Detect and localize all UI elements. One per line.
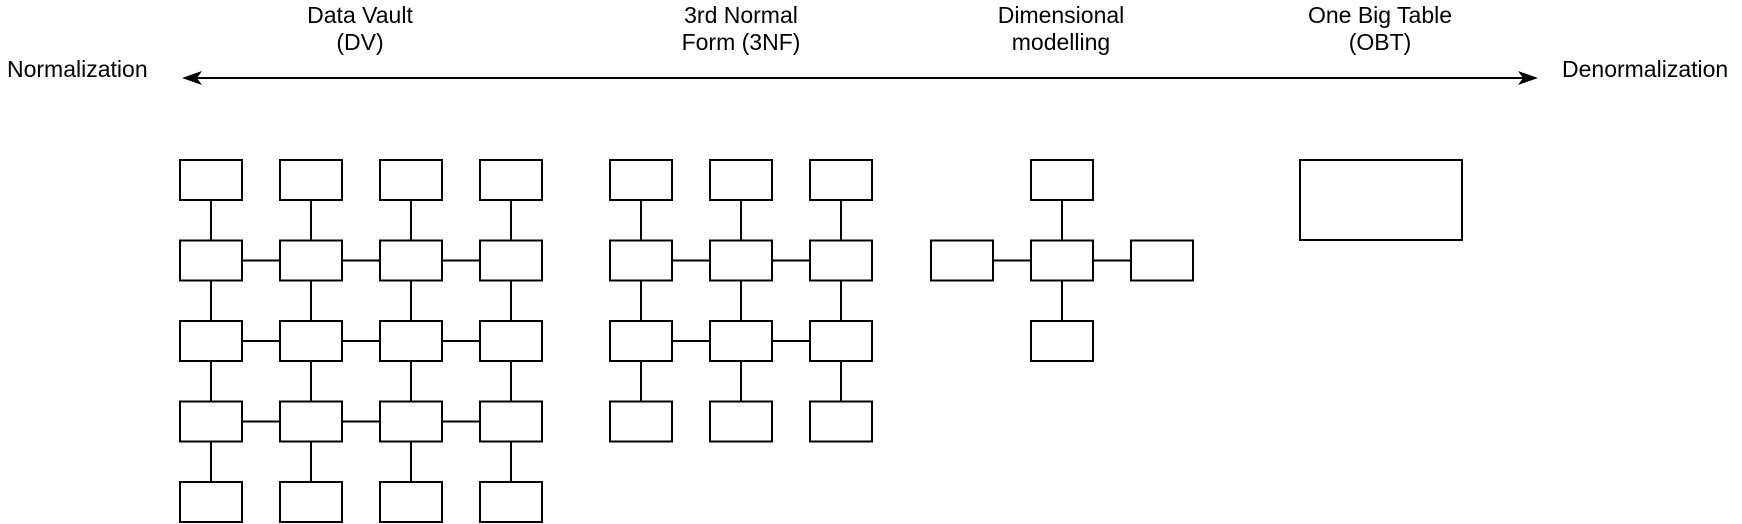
third-normal-form-table-box: [609, 239, 673, 282]
section-label-3nf: 3rd Normal Form (3NF): [682, 2, 801, 56]
data-vault-table-box: [479, 320, 543, 362]
third-normal-form-table-box: [709, 239, 773, 282]
one-big-table-table-box: [1299, 159, 1463, 241]
data-vault-table-box: [379, 159, 443, 201]
data-vault-table-box: [179, 481, 243, 523]
section-label-line: Form (3NF): [681, 29, 801, 55]
section-label-data-vault: Data Vault (DV): [307, 2, 413, 56]
data-vault-table-box: [379, 320, 443, 362]
arrowhead-right-icon: [1518, 71, 1538, 85]
section-label-line: modelling: [1011, 29, 1111, 55]
section-label-line: 3rd Normal: [684, 2, 798, 28]
section-label-line: (DV): [336, 29, 384, 55]
third-normal-form-table-box: [709, 159, 773, 201]
data-vault-table-box: [179, 400, 243, 443]
third-normal-form-table-box: [709, 400, 773, 443]
dimensional-modelling-fact-box: [1030, 239, 1094, 282]
data-vault-table-box: [479, 239, 543, 282]
section-label-line: Dimensional: [997, 2, 1125, 28]
section-label-line: (OBT): [1348, 29, 1412, 55]
dimensional-modelling-dimension-box: [1030, 320, 1094, 362]
third-normal-form-table-box: [809, 159, 873, 201]
data-vault-table-box: [279, 159, 343, 201]
data-vault-table-box: [379, 481, 443, 523]
dimensional-modelling-dimension-box: [930, 239, 994, 282]
third-normal-form-table-box: [609, 400, 673, 443]
data-vault-table-box: [279, 239, 343, 282]
third-normal-form-table-box: [809, 320, 873, 362]
data-vault-table-box: [379, 400, 443, 443]
section-label-obt: One Big Table (OBT): [1308, 2, 1452, 56]
data-vault-table-box: [479, 400, 543, 443]
data-vault-table-box: [379, 239, 443, 282]
third-normal-form-table-box: [809, 400, 873, 443]
data-vault-table-box: [279, 400, 343, 443]
normalization-label: Normalization: [7, 56, 148, 82]
section-label-line: Data Vault: [307, 2, 413, 28]
third-normal-form-table-box: [609, 159, 673, 201]
data-vault-table-box: [279, 320, 343, 362]
third-normal-form-table-box: [809, 239, 873, 282]
dimensional-modelling-dimension-box: [1130, 239, 1194, 282]
section-label-line: One Big Table: [1307, 2, 1453, 28]
denormalization-label: Denormalization: [1562, 56, 1729, 82]
data-vault-table-box: [179, 239, 243, 282]
section-label-dimensional: Dimensional modelling: [998, 2, 1125, 56]
data-vault-table-box: [479, 159, 543, 201]
third-normal-form-table-box: [609, 320, 673, 362]
arrowhead-left-icon: [182, 71, 202, 85]
data-vault-table-box: [479, 481, 543, 523]
data-vault-table-box: [279, 481, 343, 523]
data-vault-table-box: [179, 320, 243, 362]
data-vault-table-box: [179, 159, 243, 201]
dimensional-modelling-dimension-box: [1030, 159, 1094, 201]
third-normal-form-table-box: [709, 320, 773, 362]
